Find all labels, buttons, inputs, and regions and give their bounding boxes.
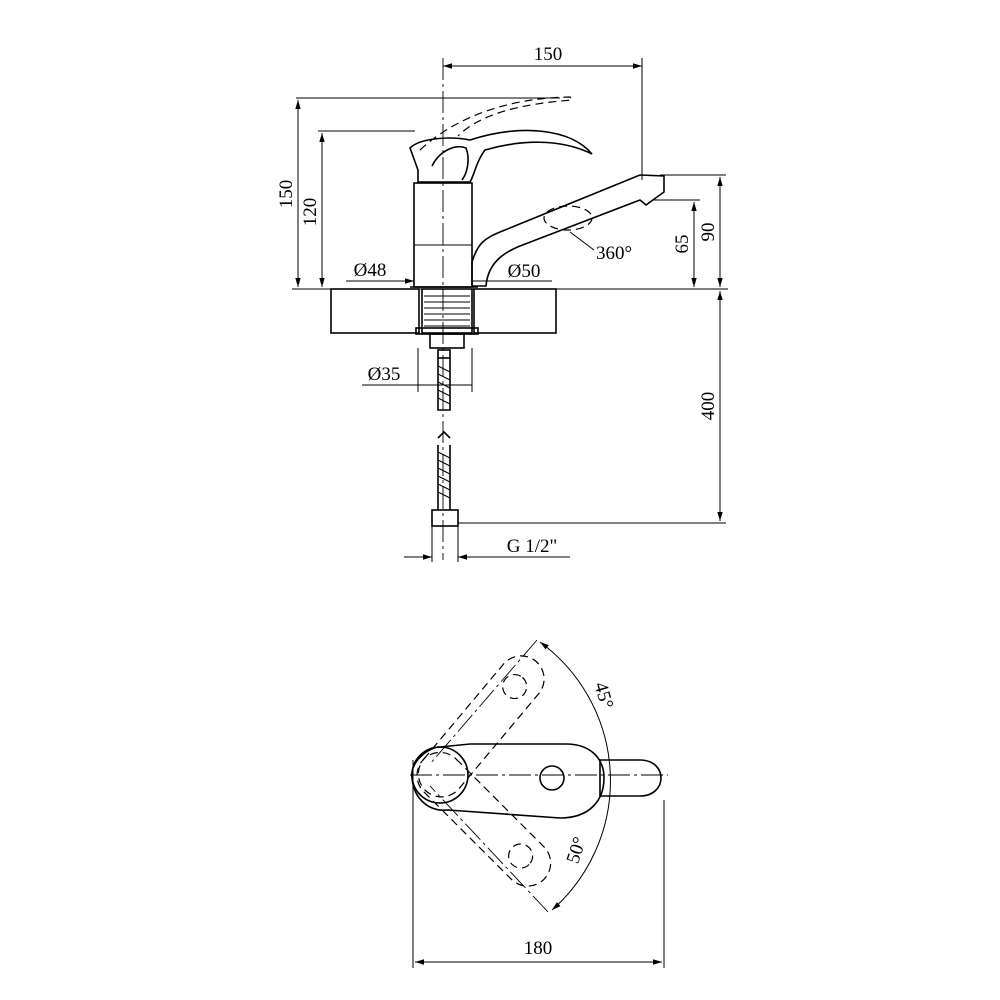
dim-handle-right-angle-label: 50° [563,834,591,866]
faucet-shank [415,288,479,349]
dim-hose-thread-label: G 1/2" [507,536,558,557]
faucet-body [410,182,478,288]
handle-top-view [411,743,605,819]
faucet-spout [471,174,665,287]
supply-hose [431,349,459,527]
dim-shank-diameter-label: Ø35 [368,364,401,385]
rotation-arc [539,641,611,911]
side-view: 150 150 120 Ø48 Ø50 360° 65 90 Ø35 400 G… [276,44,728,562]
dim-hose-length-label: 400 [698,392,719,421]
dim-spout-reach-label: 150 [534,44,563,65]
dim-overall-width-label: 180 [524,938,553,959]
faucet-handle [409,129,593,183]
dim-body-height-label: 120 [300,198,321,227]
top-view: 45° 50° 180 [410,639,668,968]
dim-mount-diameter-label: Ø50 [508,261,541,282]
dim-total-height-label: 150 [276,180,297,209]
dim-base-diameter-label: Ø48 [354,260,387,281]
dim-spout-clearance-label: 65 [672,235,693,254]
faucet-handle-raised-outline [419,96,574,151]
handle-position-left [417,655,545,798]
dim-spout-rotation-label: 360° [596,243,632,264]
spout-top-view [599,759,662,797]
handle-position-right [416,751,552,887]
dimension-lines [292,58,728,562]
dim-spout-height-label: 90 [698,223,719,242]
